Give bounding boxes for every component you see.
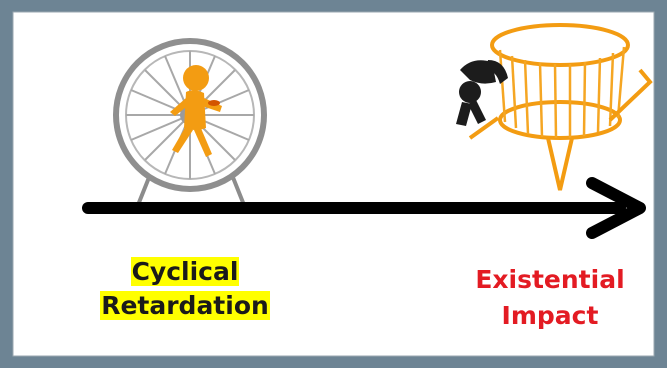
timeline-arrow [82,177,646,239]
existential-impact-label: Existential Impact [430,262,667,334]
left-label-line1: Cyclical [130,257,240,286]
left-label-line2: Retardation [100,291,270,320]
right-label-line1: Existential [475,265,625,294]
right-label-line2: Impact [501,301,599,330]
cyclical-retardation-label: Cyclical Retardation [80,255,290,323]
broken-orange-wheel-icon [456,23,653,191]
